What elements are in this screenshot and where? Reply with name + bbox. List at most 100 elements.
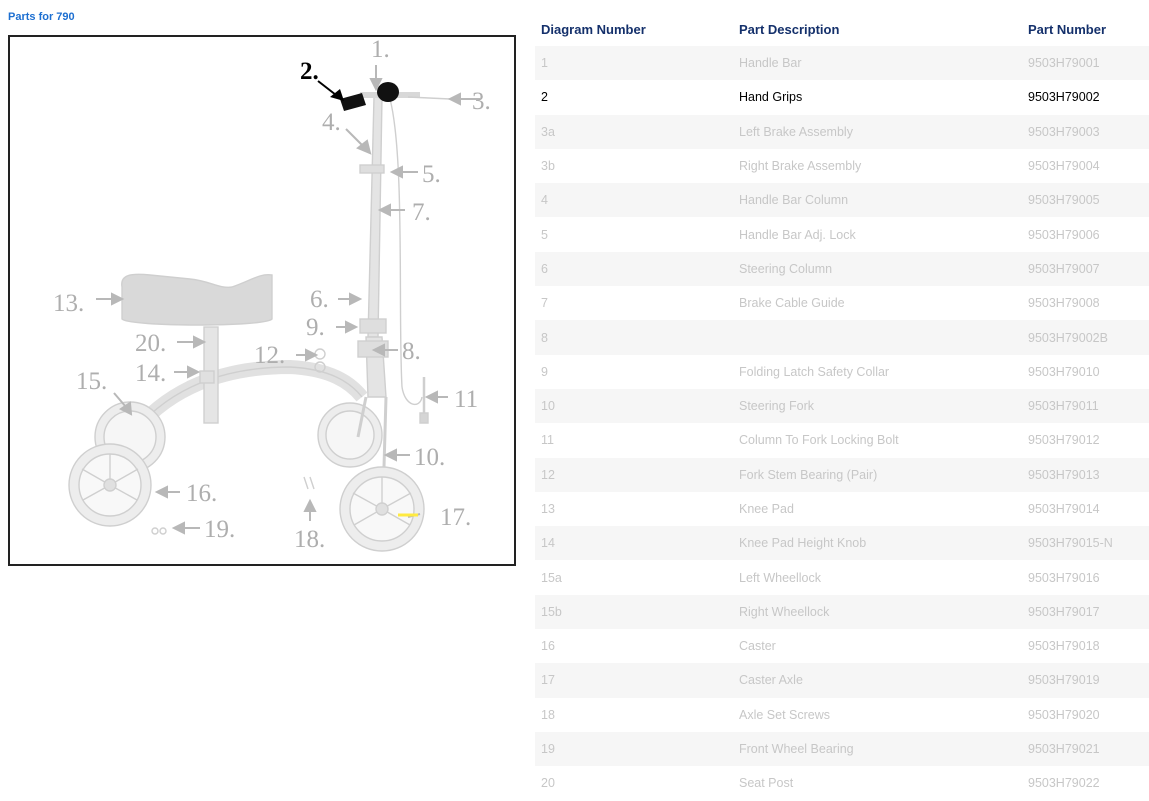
cell-diagram-number: 19	[535, 731, 733, 767]
diagram-label-14: 14.	[135, 360, 166, 387]
hand-grips-highlight[interactable]	[340, 82, 399, 111]
cell-diagram-number: 17	[535, 663, 733, 698]
cell-diagram-number: 14	[535, 526, 733, 561]
diagram-label-3: 3.	[472, 88, 491, 115]
cell-part-description: Steering Column	[733, 251, 1022, 287]
parts-table-header: Diagram Number Part Description Part Num…	[535, 12, 1149, 46]
cell-part-description: Left Wheellock	[733, 560, 1022, 595]
cell-part-number: 9503H79014	[1022, 491, 1149, 527]
cell-diagram-number: 3a	[535, 114, 733, 149]
cell-part-description: Fork Stem Bearing (Pair)	[733, 457, 1022, 492]
cell-part-number: 9503H79013	[1022, 457, 1149, 492]
diagram-label-4: 4.	[322, 109, 341, 136]
cell-part-number: 9503H79015-N	[1022, 526, 1149, 561]
cell-diagram-number: 5	[535, 217, 733, 252]
diagram-label-19: 19.	[204, 516, 235, 543]
cell-part-description: Right Brake Assembly	[733, 148, 1022, 184]
cell-part-description: Front Wheel Bearing	[733, 731, 1022, 767]
diagram-label-15: 15.	[76, 368, 107, 395]
cell-diagram-number: 11	[535, 423, 733, 458]
cell-diagram-number: 16	[535, 629, 733, 664]
cell-part-number: 9503H79002B	[1022, 320, 1149, 355]
diagram-label-5: 5.	[422, 161, 441, 188]
cell-part-description: Left Brake Assembly	[733, 114, 1022, 149]
cell-diagram-number: 13	[535, 491, 733, 527]
cell-part-description: Knee Pad	[733, 491, 1022, 527]
cell-part-number: 9503H79002	[1022, 80, 1149, 115]
cell-diagram-number: 1	[535, 46, 733, 81]
diagram-label-17: 17.	[440, 504, 471, 531]
cell-diagram-number: 2	[535, 80, 733, 115]
cell-diagram-number: 6	[535, 251, 733, 287]
cell-part-number: 9503H79001	[1022, 46, 1149, 81]
cell-part-description: Folding Latch Safety Collar	[733, 354, 1022, 389]
cell-part-description: Handle Bar Adj. Lock	[733, 217, 1022, 252]
diagram-label-1: 1.	[371, 37, 390, 63]
cell-part-number: 9503H79004	[1022, 148, 1149, 184]
diagram-label-16: 16.	[186, 480, 217, 507]
cell-part-description: Axle Set Screws	[733, 697, 1022, 732]
cell-diagram-number: 15b	[535, 594, 733, 630]
diagram-label-10: 10.	[414, 444, 445, 471]
cell-part-number: 9503H79020	[1022, 697, 1149, 732]
cell-diagram-number: 10	[535, 388, 733, 424]
cell-part-number: 9503H79016	[1022, 560, 1149, 595]
knee-scooter-illustration: 1. 2. 3. 4. 5. 7. 6. 9. 8. 12. 11 10. 13…	[53, 37, 491, 553]
cell-diagram-number: 18	[535, 697, 733, 732]
cell-diagram-number: 8	[535, 320, 733, 355]
diagram-label-11: 11	[454, 386, 478, 413]
diagram-label-6: 6.	[310, 286, 329, 313]
diagram-label-9: 9.	[306, 314, 325, 341]
cell-part-description: Knee Pad Height Knob	[733, 526, 1022, 561]
cell-part-description	[733, 320, 1022, 355]
cell-diagram-number: 9	[535, 354, 733, 389]
cell-diagram-number: 4	[535, 183, 733, 218]
cell-part-description: Caster Axle	[733, 663, 1022, 698]
cell-part-description: Steering Fork	[733, 388, 1022, 424]
cell-part-number: 9503H79022	[1022, 766, 1149, 801]
cell-part-description: Handle Bar	[733, 46, 1022, 81]
cell-part-description: Handle Bar Column	[733, 183, 1022, 218]
header-diagram-number: Diagram Number	[541, 21, 646, 37]
table-row[interactable]: 8 9503H79002B	[535, 320, 1149, 355]
cell-part-number: 9503H79011	[1022, 388, 1149, 424]
cell-part-number: 9503H79005	[1022, 183, 1149, 218]
diagram-label-12: 12.	[254, 342, 285, 369]
cell-part-number: 9503H79021	[1022, 731, 1149, 767]
cell-part-description: Caster	[733, 629, 1022, 664]
page-title: Parts for 790	[8, 11, 75, 23]
cell-part-description: Hand Grips	[733, 80, 1022, 115]
cell-diagram-number: 3b	[535, 148, 733, 184]
diagram-label-2[interactable]: 2.	[300, 58, 319, 85]
parts-table: Diagram Number Part Description Part Num…	[535, 12, 1149, 801]
cell-part-number: 9503H79017	[1022, 594, 1149, 630]
cell-part-description: Right Wheellock	[733, 594, 1022, 630]
header-part-number: Part Number	[1028, 21, 1107, 37]
cell-part-number: 9503H79006	[1022, 217, 1149, 252]
cell-part-description: Brake Cable Guide	[733, 286, 1022, 321]
cell-part-number: 9503H79008	[1022, 286, 1149, 321]
cell-part-description: Column To Fork Locking Bolt	[733, 423, 1022, 458]
cell-part-description: Seat Post	[733, 766, 1022, 801]
